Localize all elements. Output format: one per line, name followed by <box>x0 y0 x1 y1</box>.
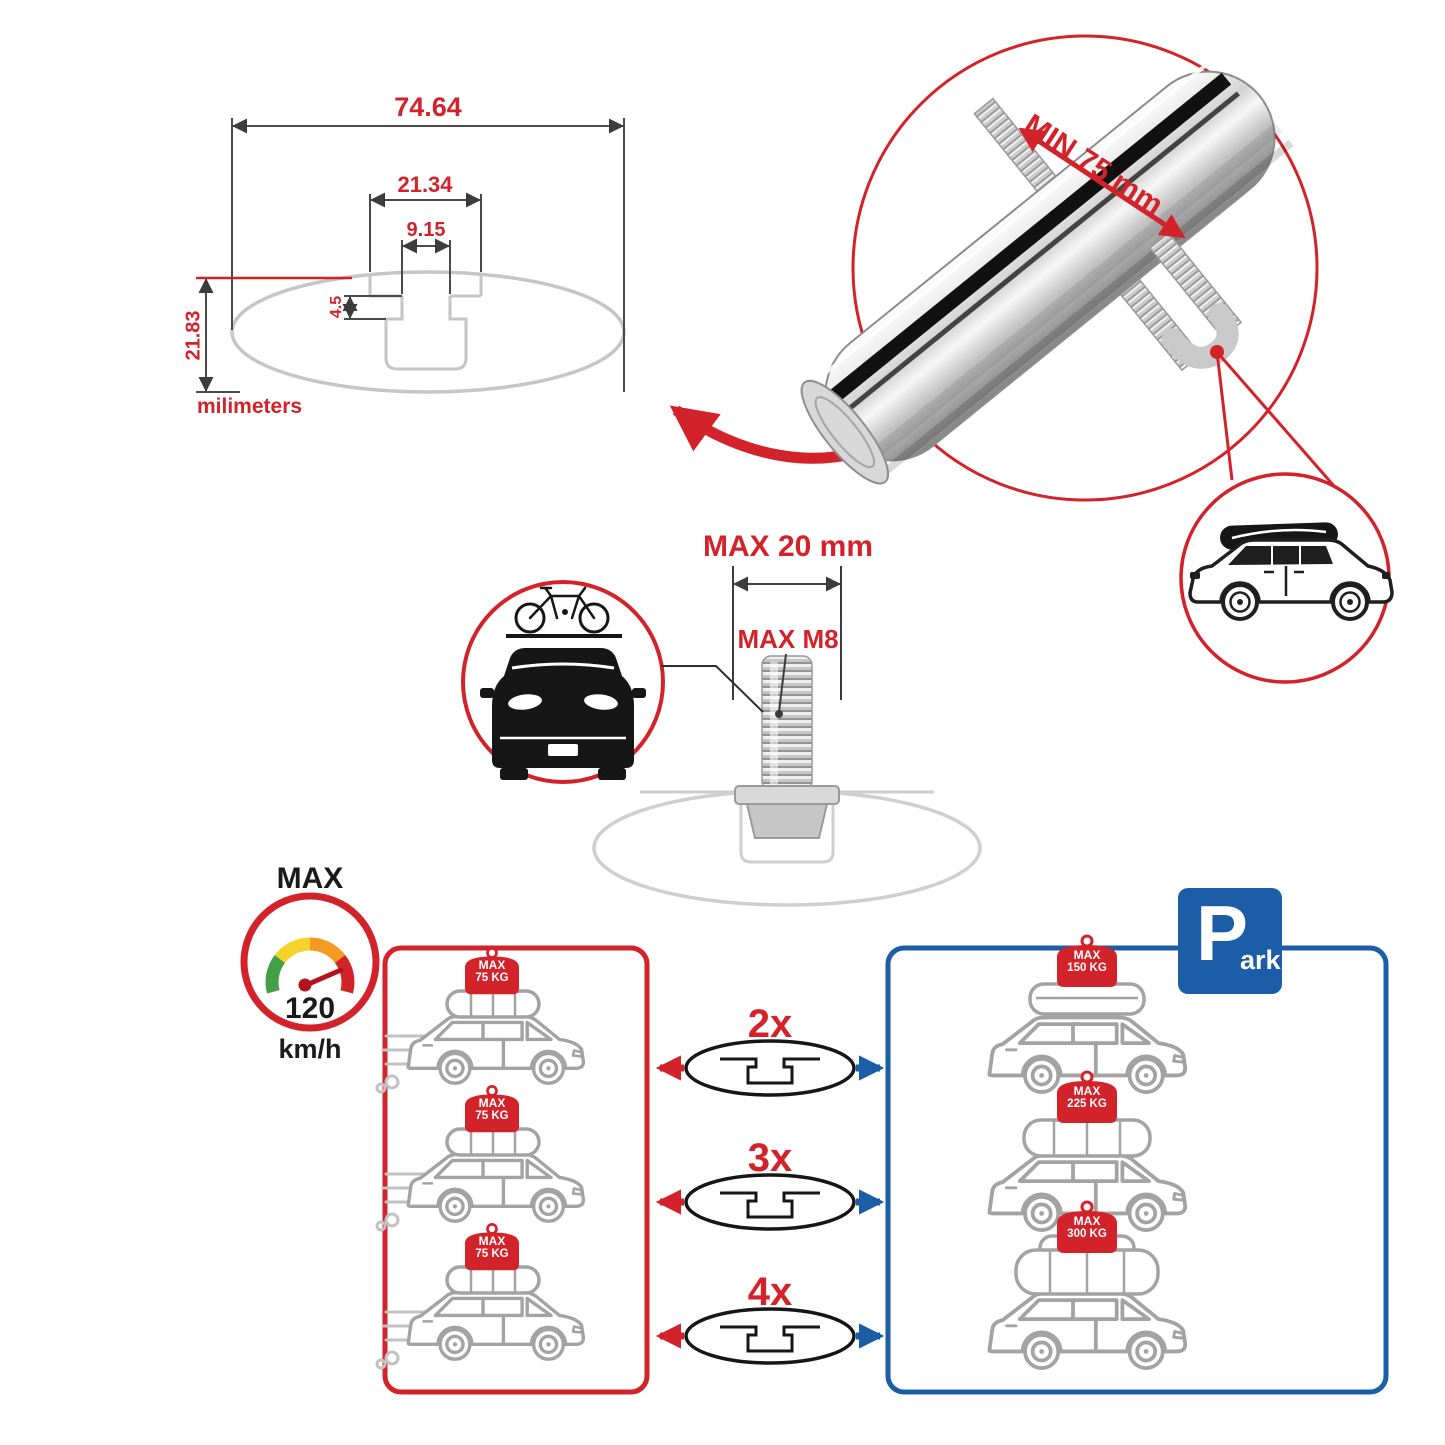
accessory-circle <box>461 580 764 784</box>
parking-suffix: ark <box>1240 945 1281 975</box>
max-thread-label: MAX M8 <box>737 624 839 654</box>
capacity-row-icons <box>655 1039 885 1365</box>
weight-tag-text: MAX 150 KG <box>1067 948 1107 975</box>
suv-roofbox-icon <box>1188 522 1394 621</box>
units-label: milimeters <box>197 395 303 418</box>
bar-count-1: 2x <box>747 1002 793 1046</box>
weight-tag-text: MAX 75 KG <box>475 1096 509 1123</box>
crossbar-section-icon <box>684 1307 856 1365</box>
dim-slot-inner: 9.15 <box>406 219 446 241</box>
bolt-icon <box>734 655 840 839</box>
speedometer-icon <box>240 892 380 1032</box>
crossbar-section-icon <box>684 1173 856 1231</box>
parking-letter: P <box>1196 889 1249 977</box>
speed-unit: km/h <box>278 1034 342 1064</box>
speed-max-label: MAX <box>276 862 344 895</box>
crossbar-detail-circle <box>800 34 1319 502</box>
bar-count-2: 3x <box>747 1136 793 1180</box>
speed-value: 120 <box>284 992 336 1025</box>
dim-height-total: 21.83 <box>182 310 205 361</box>
max-length-label: MAX 20 mm <box>702 530 874 563</box>
cross-section-drawing <box>196 118 626 394</box>
bar-end-cap <box>800 379 890 485</box>
car-front-icon <box>480 648 646 780</box>
bar-count-3: 4x <box>747 1270 793 1314</box>
leader-line <box>1215 351 1234 481</box>
crossbar-section-icon <box>684 1039 856 1097</box>
weight-tag-text: MAX 75 KG <box>475 958 509 985</box>
pointer-line <box>661 665 764 713</box>
weight-tag-text: MAX 225 KG <box>1067 1084 1107 1111</box>
dim-total-width: 74.64 <box>394 92 462 122</box>
leader-line <box>1215 351 1350 503</box>
bicycle-icon <box>514 586 610 634</box>
parking-sign <box>1178 888 1282 994</box>
dimension-lines <box>196 118 625 393</box>
stud-dimension-lines <box>732 566 842 713</box>
dim-lip-depth: 4.5 <box>328 295 345 319</box>
driving-cars <box>375 947 586 1370</box>
min-span-arrow <box>1018 127 1186 239</box>
parked-cars <box>987 934 1188 1370</box>
weight-tag-text: MAX 75 KG <box>475 1234 509 1261</box>
vehicle-detail-circle <box>1179 472 1394 684</box>
dim-channel-outer: 21.34 <box>397 172 453 197</box>
stud-diagram <box>592 566 982 907</box>
weight-tag-text: MAX 300 KG <box>1067 1214 1107 1241</box>
